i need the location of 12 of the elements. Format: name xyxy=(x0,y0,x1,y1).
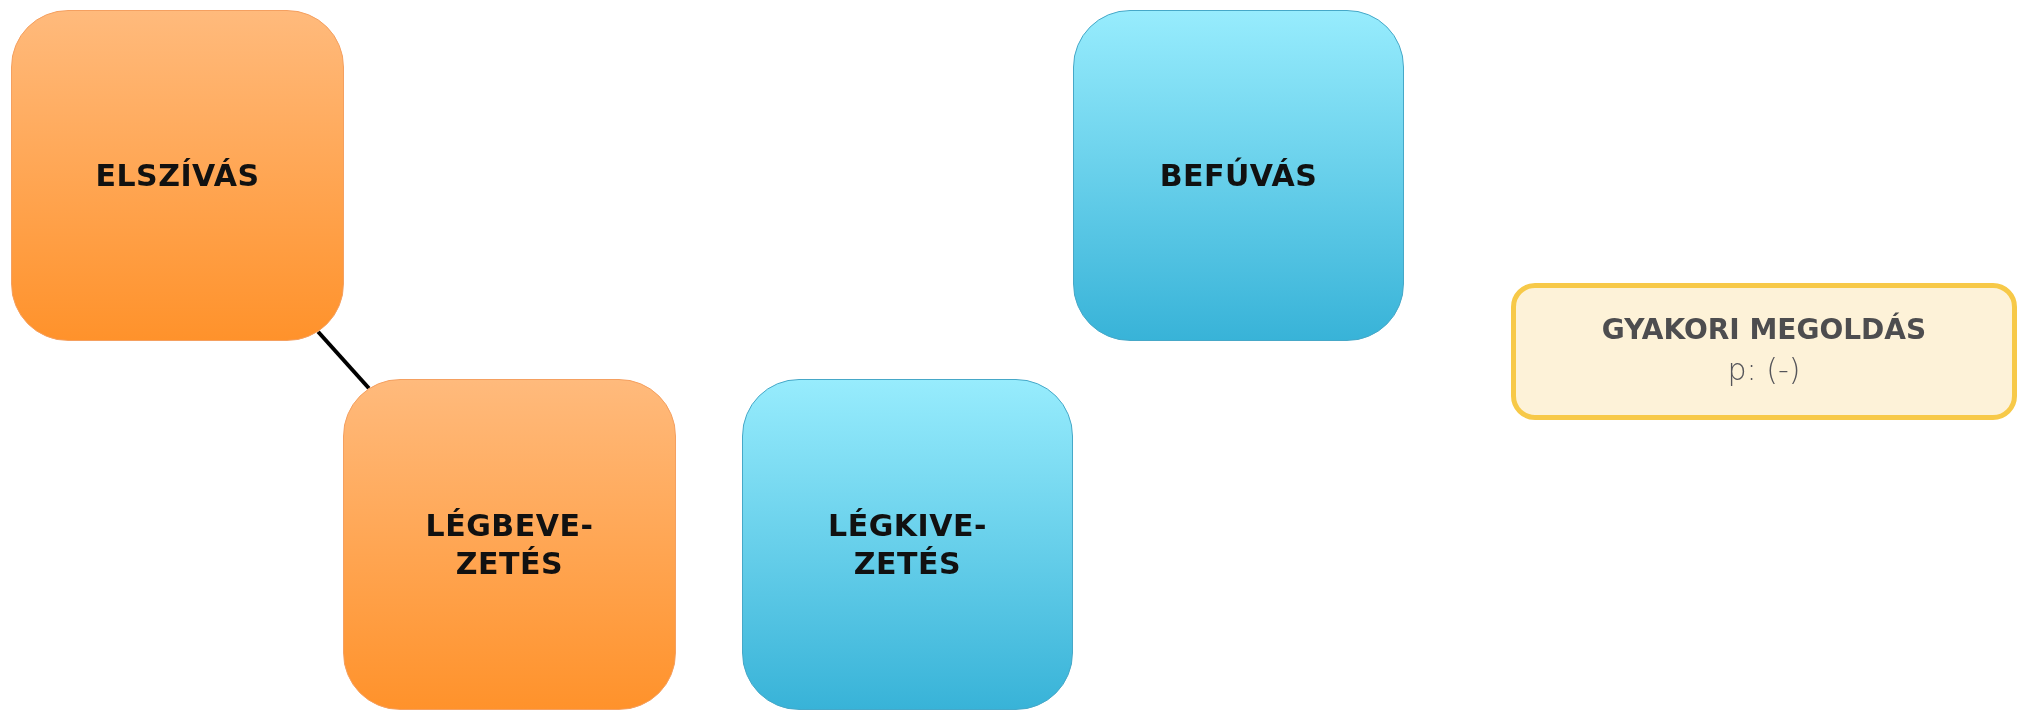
box-label: LÉGBEVE- ZETÉS xyxy=(425,507,594,582)
process-box xyxy=(11,10,344,341)
process-box xyxy=(1073,10,1404,341)
process-box xyxy=(742,379,1073,710)
box-label: ELSZÍVÁS xyxy=(95,156,260,195)
note-box xyxy=(1511,283,2017,420)
connector-line xyxy=(316,330,371,390)
note-text: p: (-) xyxy=(1727,350,1801,389)
note-title: GYAKORI MEGOLDÁS xyxy=(1601,312,1927,349)
box-label: BEFÚVÁS xyxy=(1159,156,1318,195)
box-label: LÉGKIVE- ZETÉS xyxy=(828,507,987,582)
process-box xyxy=(343,379,676,710)
